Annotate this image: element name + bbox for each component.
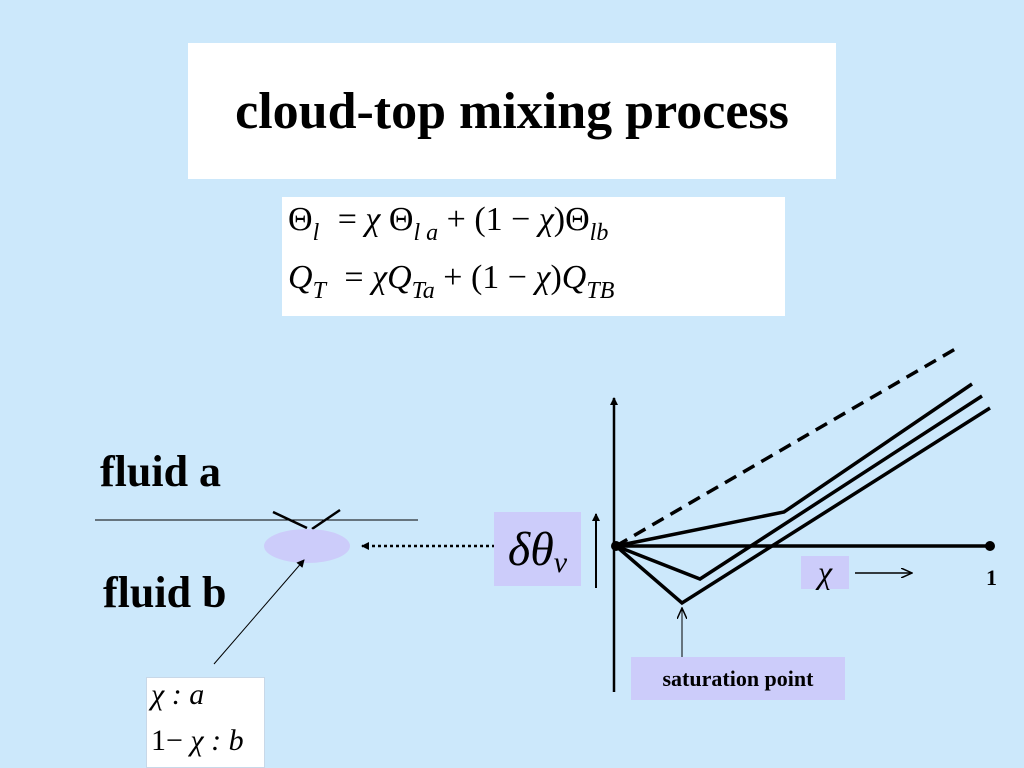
eq2-term-b-sub: TB bbox=[586, 278, 615, 304]
delta-theta-label: δθ bbox=[507, 522, 554, 576]
eq1-term-b: Θ bbox=[565, 201, 590, 238]
mixing-fraction-b: 1− χ : b bbox=[151, 724, 244, 758]
eq1-close: ) bbox=[553, 201, 566, 238]
mixing-curve-lower bbox=[614, 406, 991, 606]
eq2-term-b: Q bbox=[561, 259, 587, 296]
equation-theta: Θl = χ Θl a + (1 − χ)Θlb bbox=[288, 201, 608, 246]
eq2-equals: = bbox=[344, 259, 364, 296]
eq1-chi: χ bbox=[365, 201, 381, 238]
equation-q: QT = χQTa + (1 − χ)QTB bbox=[288, 259, 614, 304]
eq1-plus: + bbox=[446, 201, 466, 238]
eq1-chi-2: χ bbox=[538, 201, 554, 238]
chi-a-text: : a bbox=[164, 678, 205, 711]
mixing-arrow-right bbox=[311, 508, 341, 531]
dashed-mixing-line bbox=[615, 346, 958, 548]
eq2-term-a: Q bbox=[387, 259, 412, 296]
eq1-equals: = bbox=[337, 201, 357, 238]
saturation-point-box: saturation point bbox=[631, 657, 845, 700]
eq2-lhs: Q bbox=[288, 259, 313, 296]
eq1-lhs-sub: l bbox=[312, 220, 320, 246]
mixing-curve-middle bbox=[615, 394, 983, 581]
slide-title: cloud-top mixing process bbox=[235, 82, 789, 140]
eq2-chi-2: χ bbox=[535, 259, 551, 296]
eq1-term-b-sub: lb bbox=[589, 220, 609, 246]
eq2-lhs-sub: T bbox=[312, 278, 326, 304]
chi-pointer-line bbox=[213, 559, 305, 665]
eq1-lhs: Θ bbox=[288, 201, 313, 238]
chi-axis-box: χ bbox=[801, 554, 849, 590]
mixing-curve-upper bbox=[615, 382, 973, 548]
mixing-fraction-a: χ : a bbox=[151, 678, 204, 712]
x-axis-end-label: 1 bbox=[986, 565, 997, 590]
eq1-term-a: Θ bbox=[388, 201, 414, 238]
fluid-a-label: fluid a bbox=[100, 447, 222, 496]
chi-a-symbol: χ bbox=[151, 678, 165, 711]
eq2-close: ) bbox=[550, 259, 562, 296]
eq2-paren: (1 − bbox=[470, 259, 536, 296]
eq2-plus: + bbox=[443, 259, 463, 296]
mixing-parcel bbox=[264, 529, 350, 563]
eq1-term-a-sub: l a bbox=[413, 220, 439, 246]
saturation-point-label: saturation point bbox=[662, 665, 814, 691]
chi-b-prefix: 1− bbox=[151, 724, 191, 757]
chi-b-text: : b bbox=[203, 724, 244, 757]
equation-box: Θl = χ Θl a + (1 − χ)Θlb QT = χQTa + (1 … bbox=[282, 197, 785, 316]
title-box: cloud-top mixing process bbox=[188, 43, 836, 179]
fluid-b-label: fluid b bbox=[103, 568, 227, 617]
chi-b-symbol: χ bbox=[190, 724, 204, 757]
eq1-paren: (1 − bbox=[474, 201, 539, 238]
eq2-chi: χ bbox=[372, 259, 388, 296]
x-axis-end-dot bbox=[985, 541, 995, 551]
mixing-fraction-box: χ : a 1− χ : b bbox=[146, 677, 265, 768]
delta-theta-sub: v bbox=[553, 546, 568, 579]
mixing-arrow-left bbox=[272, 510, 308, 530]
chi-axis-label: χ bbox=[817, 554, 833, 590]
eq2-term-a-sub: Ta bbox=[411, 278, 435, 304]
